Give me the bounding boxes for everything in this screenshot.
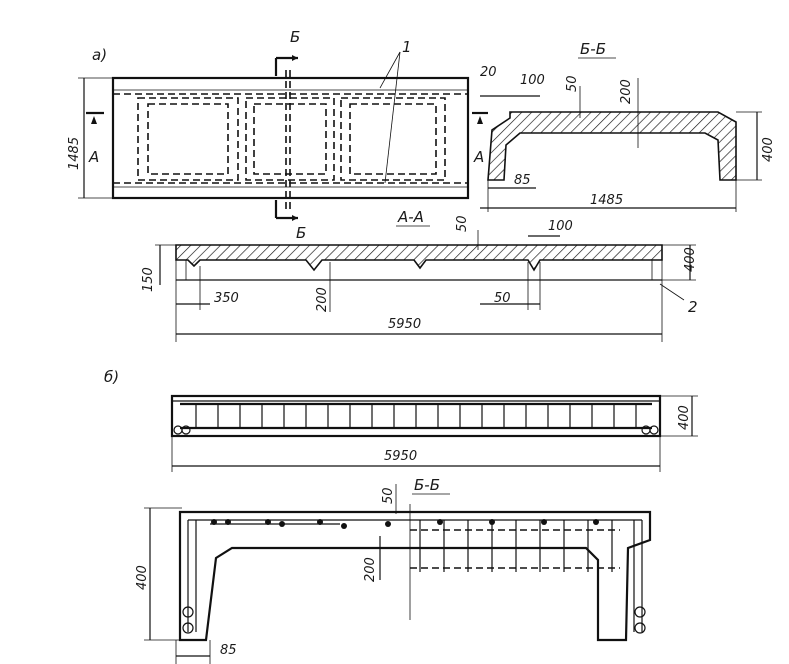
dim-bb-100: 100: [520, 73, 545, 88]
dim-rb-5950: 5950: [384, 449, 417, 464]
dim-aa-50-bottom: 50: [494, 291, 511, 306]
plan-section-mark-b-top: Б: [290, 28, 300, 46]
plan-view: [78, 51, 488, 221]
dim-bb-20: 20: [480, 65, 497, 80]
plan-mark-a-right: А: [473, 148, 484, 166]
dim-aa-400: 400: [683, 247, 698, 272]
dim-aa-50: 50: [455, 215, 470, 232]
dim-aa-100: 100: [548, 219, 573, 234]
dim-sec-400: 400: [135, 565, 150, 590]
callout-1: 1: [402, 38, 412, 56]
dim-bb-200: 200: [619, 79, 634, 104]
dim-aa-200: 200: [315, 287, 330, 312]
part-b-label: б): [104, 368, 119, 386]
dim-bb-50: 50: [565, 75, 580, 92]
section-bb-profile: [480, 78, 762, 212]
dim-bb-400: 400: [761, 137, 776, 162]
dim-aa-350: 350: [214, 291, 239, 306]
section-bb-title-a: Б-Б: [580, 40, 606, 58]
reinforcement-cross-section: [144, 484, 652, 664]
section-bb-title-b: Б-Б: [414, 476, 440, 494]
plan-section-mark-b-bottom: Б: [296, 224, 306, 242]
dim-sec-50: 50: [381, 487, 396, 504]
section-aa-title: А-А: [397, 208, 424, 226]
dim-plan-width: 1485: [67, 137, 82, 170]
dim-sec-85: 85: [220, 643, 237, 658]
dim-rb-400: 400: [677, 405, 692, 430]
dim-aa-5950: 5950: [388, 317, 421, 332]
section-aa-profile: [155, 230, 696, 342]
dim-bb-1485: 1485: [590, 193, 623, 208]
dim-sec-200: 200: [363, 557, 378, 582]
dim-bb-85: 85: [514, 173, 531, 188]
plan-mark-a-left: А: [88, 148, 99, 166]
dim-aa-150: 150: [141, 267, 156, 292]
part-a-label: а): [92, 46, 107, 64]
reinforcement-elevation: [170, 394, 698, 472]
callout-2: 2: [688, 298, 698, 316]
